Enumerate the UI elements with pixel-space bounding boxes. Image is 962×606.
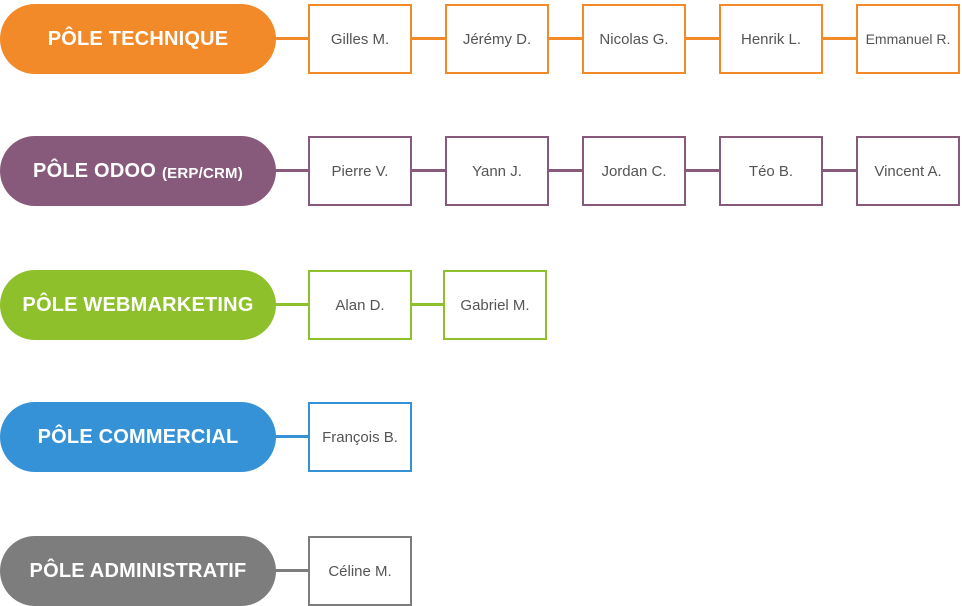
member-name: Jordan C. — [601, 162, 667, 180]
pole-row-webmarketing: PÔLE WEBMARKETING Alan D. Gabriel M. — [0, 270, 962, 340]
member-box: François B. — [308, 402, 412, 472]
pole-webmarketing-pill: PÔLE WEBMARKETING — [0, 270, 276, 340]
connector-line — [270, 169, 856, 172]
member-name: Jérémy D. — [462, 30, 532, 48]
member-name: Emmanuel R. — [865, 31, 951, 47]
member-box: Téo B. — [719, 136, 823, 206]
member-box: Jordan C. — [582, 136, 686, 206]
member-box: Céline M. — [308, 536, 412, 606]
connector-line — [270, 37, 856, 40]
pole-row-administratif: PÔLE ADMINISTRATIF Céline M. — [0, 536, 962, 606]
member-name: Gilles M. — [330, 30, 390, 48]
member-name: Yann J. — [472, 162, 522, 180]
pole-label: PÔLE ADMINISTRATIF — [29, 559, 247, 582]
member-box: Yann J. — [445, 136, 549, 206]
pole-administratif-pill: PÔLE ADMINISTRATIF — [0, 536, 276, 606]
pole-label-suffix: (ERP/CRM) — [161, 164, 243, 182]
pole-label: PÔLE COMMERCIAL — [37, 425, 239, 448]
pole-odoo-pill: PÔLE ODOO (ERP/CRM) — [0, 136, 276, 206]
member-name: Céline M. — [328, 562, 392, 580]
member-box: Gilles M. — [308, 4, 412, 74]
connector-line — [270, 435, 312, 438]
member-name: François B. — [322, 428, 398, 446]
pole-row-odoo: PÔLE ODOO (ERP/CRM) Pierre V. Yann J. Jo… — [0, 136, 962, 206]
member-box: Henrik L. — [719, 4, 823, 74]
member-name: Alan D. — [335, 296, 385, 314]
pole-label: PÔLE ODOO — [33, 159, 156, 182]
pole-commercial-pill: PÔLE COMMERCIAL — [0, 402, 276, 472]
member-name: Pierre V. — [331, 162, 389, 180]
member-name: Téo B. — [748, 162, 794, 180]
pole-label: PÔLE WEBMARKETING — [22, 293, 254, 316]
member-box: Vincent A. — [856, 136, 960, 206]
pole-technique-pill: PÔLE TECHNIQUE — [0, 4, 276, 74]
pole-row-technique: PÔLE TECHNIQUE Gilles M. Jérémy D. Nicol… — [0, 4, 962, 74]
member-box: Nicolas G. — [582, 4, 686, 74]
member-box: Jérémy D. — [445, 4, 549, 74]
member-box: Emmanuel R. — [856, 4, 960, 74]
member-name: Gabriel M. — [460, 296, 530, 314]
member-name: Nicolas G. — [599, 30, 669, 48]
member-box: Alan D. — [308, 270, 412, 340]
member-name: Vincent A. — [874, 162, 942, 180]
pole-row-commercial: PÔLE COMMERCIAL François B. — [0, 402, 962, 472]
connector-line — [270, 569, 312, 572]
member-name: Henrik L. — [740, 30, 802, 48]
pole-label: PÔLE TECHNIQUE — [47, 27, 229, 50]
member-box: Gabriel M. — [443, 270, 547, 340]
member-box: Pierre V. — [308, 136, 412, 206]
